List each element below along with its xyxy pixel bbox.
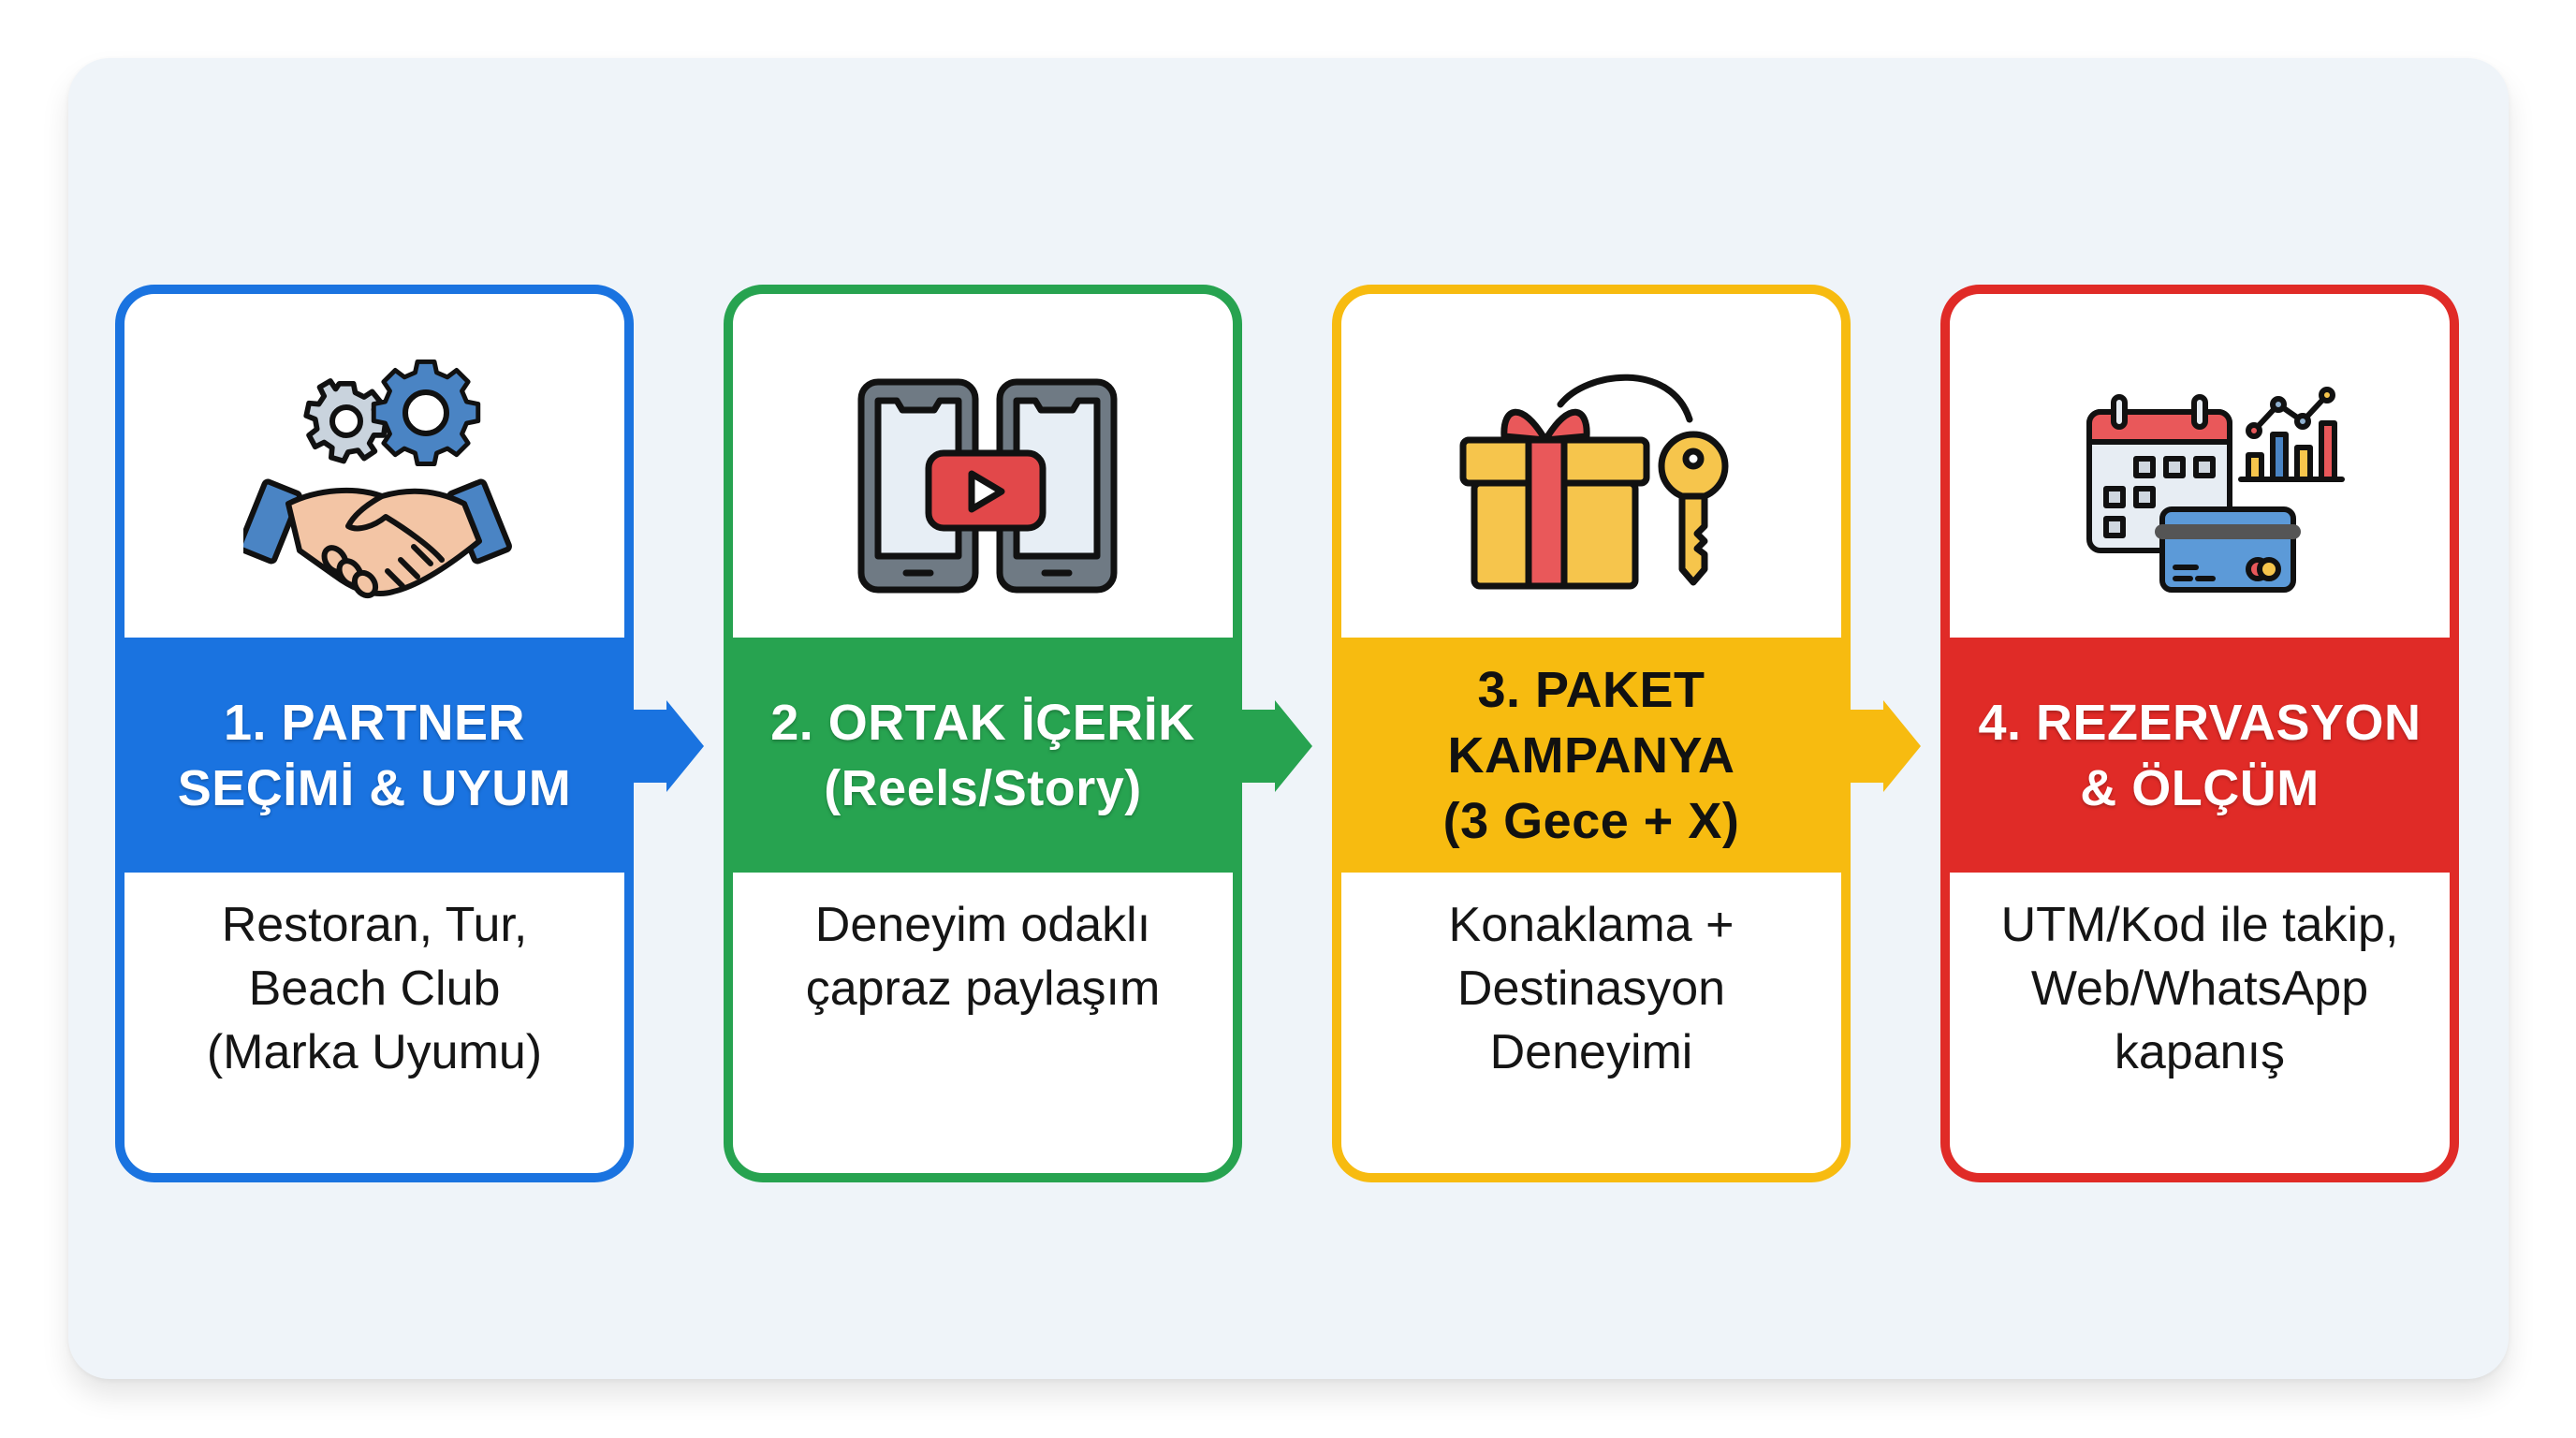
step-header: 1. PARTNER SEÇİMİ & UYUM — [115, 638, 634, 873]
step-card-reservation: 4. REZERVASYON & ÖLÇÜM UTM/Kod ile takip… — [1940, 285, 2459, 1182]
step-description: UTM/Kod ile takip, Web/WhatsApp kapanış — [2000, 898, 2399, 1079]
step-title: 3. PAKET KAMPANYA (3 Gece + X) — [1442, 661, 1740, 849]
step-title: 4. REZERVASYON & ÖLÇÜM — [1978, 694, 2422, 816]
arrow-right-icon — [1846, 700, 1921, 792]
step-header: 3. PAKET KAMPANYA (3 Gece + X) — [1332, 638, 1851, 873]
icon-area — [1341, 294, 1841, 638]
step-card-package: 3. PAKET KAMPANYA (3 Gece + X) Konaklama… — [1332, 285, 1851, 1182]
step-title: 2. ORTAK İÇERİK (Reels/Story) — [770, 694, 1195, 816]
step-header: 4. REZERVASYON & ÖLÇÜM — [1940, 638, 2459, 873]
gift-key-icon — [1459, 374, 1729, 590]
step-description: Restoran, Tur, Beach Club (Marka Uyumu) — [206, 898, 543, 1079]
step-description: Deneyim odaklı çapraz paylaşım — [805, 898, 1161, 1016]
step-title: 1. PARTNER SEÇİMİ & UYUM — [177, 694, 572, 816]
icon-area — [733, 294, 1233, 638]
arrow-right-icon — [1237, 700, 1312, 792]
step-card-content: 2. ORTAK İÇERİK (Reels/Story) Deneyim od… — [724, 285, 1242, 1182]
step-card-partner: 1. PARTNER SEÇİMİ & UYUM Restoran, Tur, … — [115, 285, 634, 1182]
icon-area — [1950, 294, 2450, 638]
handshake-gears-icon — [243, 359, 512, 599]
phones-video-icon — [857, 378, 1118, 594]
step-description: Konaklama + Destinasyon Deneyimi — [1448, 898, 1734, 1079]
arrow-right-icon — [629, 700, 704, 792]
step-header: 2. ORTAK İÇERİK (Reels/Story) — [724, 638, 1242, 873]
calendar-chart-card-icon — [2086, 387, 2345, 593]
icon-area — [124, 294, 624, 638]
